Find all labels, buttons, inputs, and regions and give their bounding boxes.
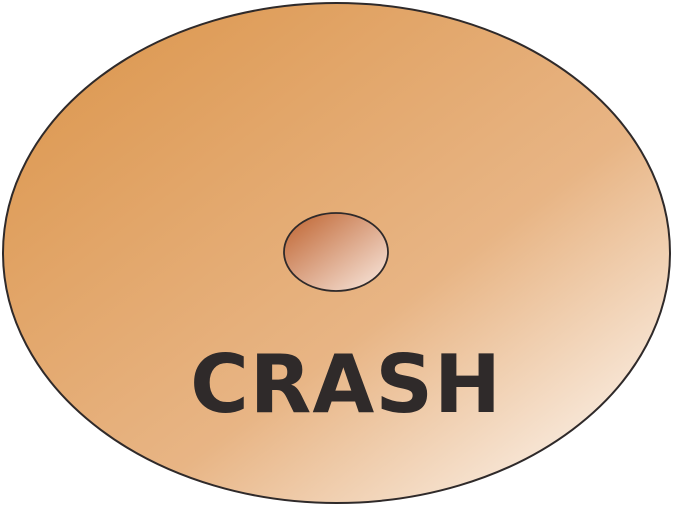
disc-hub	[283, 212, 389, 292]
disc-label: CRASH	[190, 338, 502, 431]
